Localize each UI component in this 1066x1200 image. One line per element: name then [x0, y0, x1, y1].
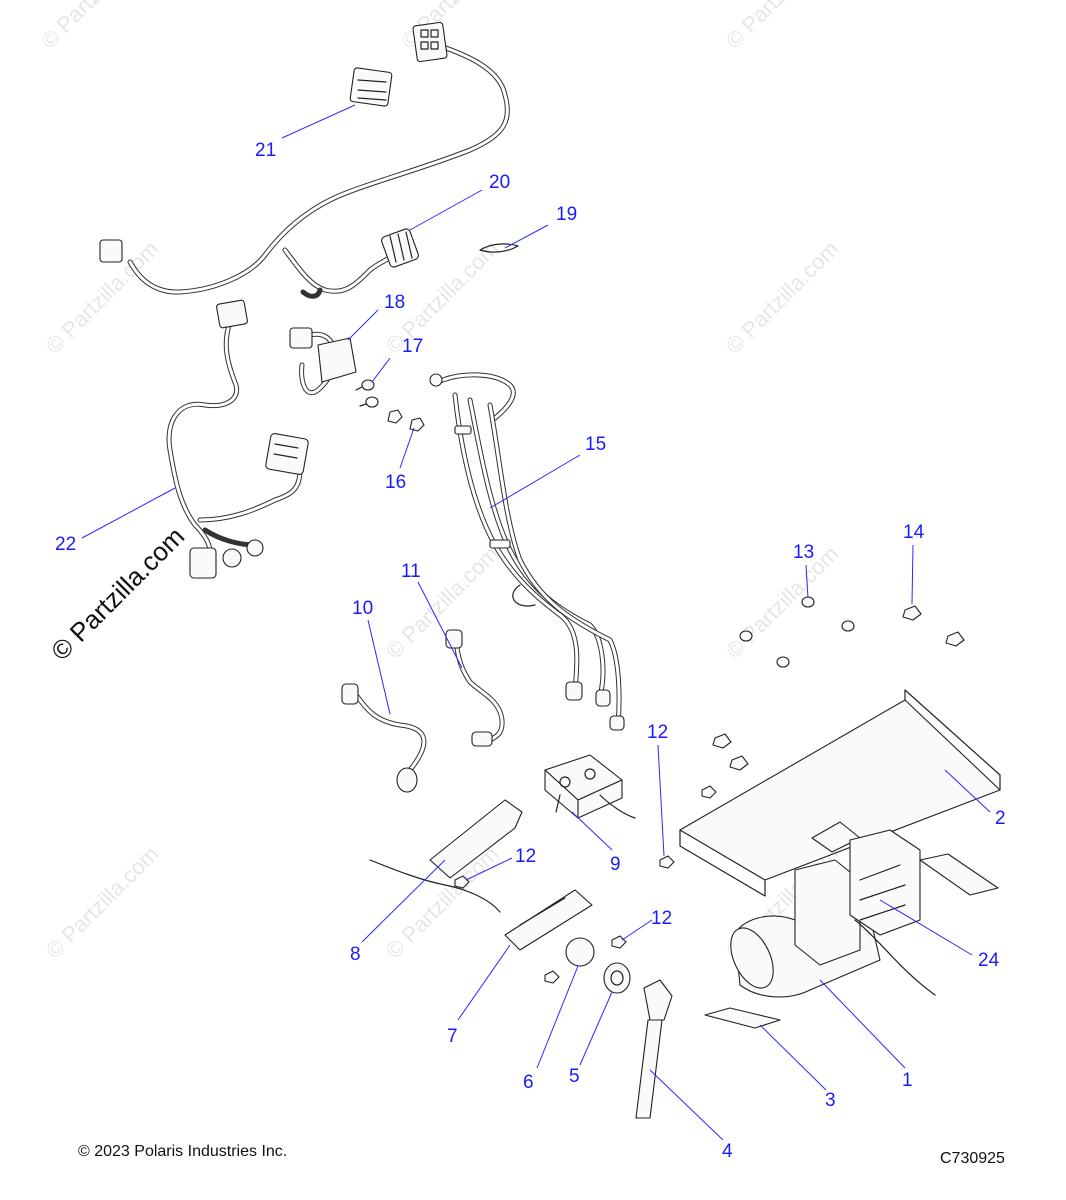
part-10-cable — [341, 683, 427, 793]
leader-2 — [944, 769, 991, 813]
leader-18 — [371, 357, 391, 383]
leader-19 — [347, 309, 379, 341]
part-9-contactor — [544, 754, 636, 819]
part-12-bolts — [454, 875, 627, 984]
leader-lines — [81, 104, 991, 1141]
part-5-ring — [603, 962, 631, 994]
leader-1 — [819, 979, 906, 1069]
callout-5: 5 — [569, 1066, 580, 1087]
leader-12a — [465, 857, 513, 881]
part-24-bracket — [919, 853, 999, 896]
callout-21: 20 — [489, 172, 510, 193]
leader-4 — [649, 1069, 724, 1141]
callout-23: 22 — [55, 534, 76, 555]
leader-5 — [579, 991, 613, 1066]
part-6-bumper — [565, 937, 595, 967]
callout-9: 9 — [610, 854, 621, 875]
copyright-text: © 2023 Polaris Industries Inc. — [78, 1143, 288, 1160]
leader-23 — [81, 487, 176, 539]
watermark: © Partzilla.com — [721, 236, 844, 359]
leader-16 — [489, 454, 581, 509]
callout-20: 19 — [556, 204, 577, 225]
part-16-cable-harness — [429, 372, 625, 731]
part-7-fairlead — [504, 889, 593, 951]
leader-20 — [504, 224, 549, 249]
leader-6 — [536, 965, 579, 1069]
leader-7 — [457, 944, 511, 1021]
drawing-code: C730925 — [940, 1150, 1005, 1167]
leader-12b — [621, 919, 653, 941]
leader-15 — [911, 544, 914, 605]
leader-11 — [417, 581, 463, 669]
leader-21 — [409, 189, 483, 231]
callout-17: 16 — [385, 472, 406, 493]
part-2-mounting-plate — [679, 689, 1001, 897]
callout-3: 3 — [825, 1090, 836, 1111]
callout-11: 11 — [401, 561, 421, 582]
part-19-module — [289, 327, 357, 395]
callout-12a: 12 — [515, 846, 536, 867]
callout-8: 8 — [350, 944, 361, 965]
callout-labels: 21 20 19 18 17 16 15 22 13 14 10 11 12 2… — [55, 140, 1006, 1162]
part-11-cable — [445, 629, 505, 747]
callout-15: 14 — [903, 522, 925, 543]
leader-9 — [571, 811, 613, 851]
callout-7: 7 — [447, 1026, 458, 1047]
leader-8 — [361, 859, 446, 943]
callout-12b: 12 — [651, 908, 672, 929]
callout-10: 10 — [352, 598, 373, 619]
part-17-18-fasteners — [355, 379, 425, 432]
callout-18: 17 — [402, 336, 423, 357]
watermark: © Partzilla.com — [41, 841, 164, 964]
leader-14 — [805, 564, 809, 599]
part-4-hook-strap — [635, 979, 673, 1119]
part-1-winch — [730, 829, 936, 998]
part-8-plate — [369, 799, 523, 913]
callout-1: 1 — [902, 1070, 913, 1091]
leader-24 — [879, 899, 973, 956]
callout-22: 21 — [255, 140, 276, 161]
part-20-cable-tie — [479, 243, 519, 253]
callout-24: 24 — [978, 950, 1000, 971]
leader-3 — [759, 1024, 827, 1091]
callout-13: 12 — [647, 722, 668, 743]
callout-2: 2 — [995, 808, 1006, 829]
callout-16: 15 — [585, 434, 606, 455]
leader-17 — [399, 427, 415, 469]
watermark: © Partzilla.com — [721, 541, 844, 664]
callout-6: 6 — [523, 1072, 534, 1093]
watermark: © Partzilla.com — [381, 541, 504, 664]
callout-14: 13 — [793, 542, 814, 563]
part-22-harness — [99, 21, 510, 299]
leader-13 — [657, 744, 665, 857]
watermark: © Partzilla.com — [36, 0, 159, 54]
callout-4: 4 — [722, 1141, 733, 1162]
watermark: © Partzilla.com — [721, 0, 844, 54]
leader-10 — [367, 619, 391, 715]
leader-22 — [281, 104, 356, 139]
callout-19: 18 — [384, 292, 405, 313]
part-23-harness — [166, 299, 309, 579]
part-3-bracket-plate — [704, 1007, 781, 1029]
part-13-15-bolts — [659, 596, 965, 869]
